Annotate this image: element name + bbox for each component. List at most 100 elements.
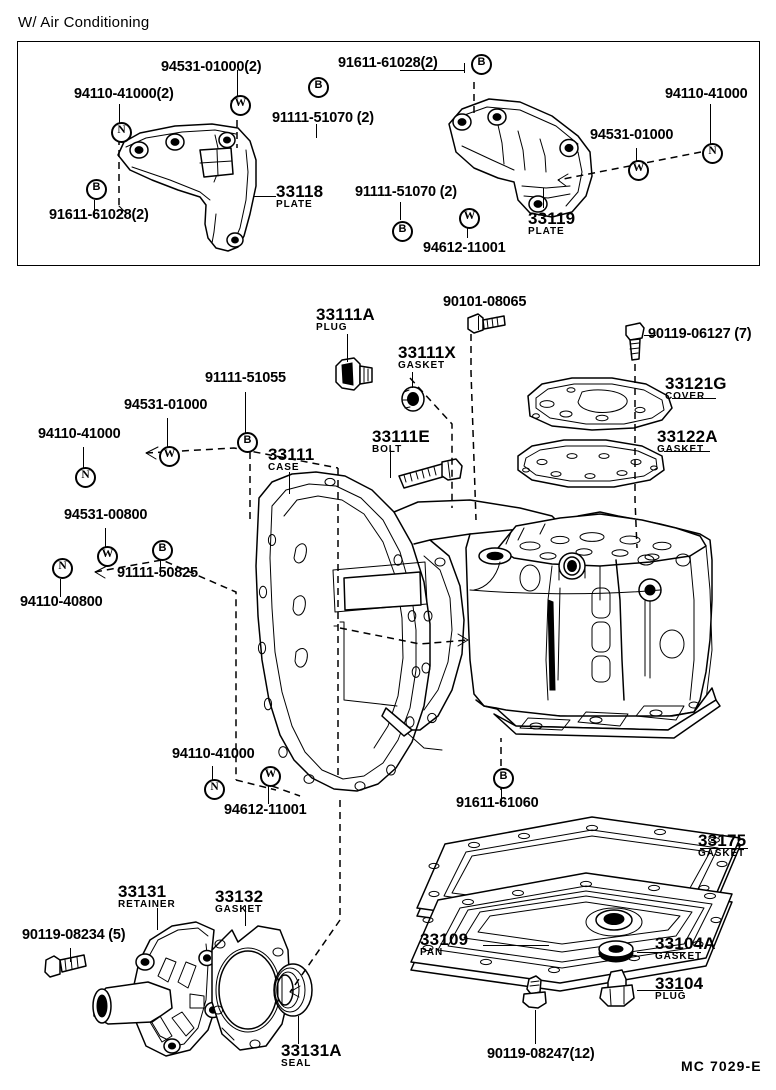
label-33175-gasket: 33175 GASKET <box>698 831 747 860</box>
washer-marker: W <box>97 546 118 567</box>
label-91111-51070-2-bottom: 91111-51070 (2) <box>355 184 457 200</box>
label-90101-08065: 90101-08065 <box>443 294 527 310</box>
leader-line <box>636 148 638 161</box>
bolt-90101-08065-art <box>467 313 506 334</box>
label-94110-40800: 94110-40800 <box>20 594 103 610</box>
bolt-33111e-art <box>398 458 463 489</box>
leader-line <box>700 848 748 850</box>
plug-33111a-art <box>335 357 373 391</box>
leader-line <box>543 188 545 208</box>
leader-line <box>316 124 318 138</box>
label-94110-41000-2: 94110-41000(2) <box>74 86 174 102</box>
label-33104-plug: 33104 PLUG <box>655 974 704 1003</box>
plug-33104-art <box>599 969 635 1007</box>
leader-line <box>157 908 159 930</box>
nut-marker: N <box>52 558 73 579</box>
gasket-33122a-art <box>517 439 665 488</box>
label-94612-11001: 94612-11001 <box>423 240 506 256</box>
leader-line <box>245 392 247 436</box>
bolt-90119-08247-art <box>522 975 547 1009</box>
leader-line <box>70 948 72 962</box>
leader-line <box>237 70 239 96</box>
label-33111x-gasket: 33111X GASKET <box>398 343 456 372</box>
nut-marker: N <box>111 122 132 143</box>
leader-line <box>412 372 414 388</box>
label-33111e-bolt: 33111E BOLT <box>372 427 430 456</box>
leader-line <box>501 786 503 802</box>
leader-line <box>245 906 247 926</box>
bolt-marker: B <box>493 768 514 789</box>
bolt-90119-08234-art <box>44 954 87 978</box>
bolt-marker: B <box>471 54 492 75</box>
washer-marker: W <box>260 766 281 787</box>
leader-line <box>390 450 392 478</box>
label-91611-61060: 91611-61060 <box>456 795 539 811</box>
label-33121g-cover: 33121G COVER <box>665 374 727 403</box>
pan-33109-art <box>410 872 733 992</box>
washer-marker: W <box>459 208 480 229</box>
washer-marker: W <box>628 160 649 181</box>
leader-line <box>483 945 549 947</box>
label-33119-plate: 33119 PLATE <box>528 209 576 238</box>
bolt-marker: B <box>392 221 413 242</box>
label-33131a-seal: 33131A SEAL <box>281 1041 342 1070</box>
leader-line <box>535 1010 537 1044</box>
footer-code: MC 7029-E <box>681 1058 762 1074</box>
bolt-marker: B <box>152 540 173 561</box>
leader-line <box>347 334 349 362</box>
label-91111-51055: 91111-51055 <box>205 370 286 386</box>
leader-line <box>637 952 685 954</box>
leader-line <box>289 472 291 494</box>
air-conditioning-panel <box>17 41 760 266</box>
leader-line <box>160 560 162 576</box>
gasket-33104a-art <box>598 940 634 963</box>
nut-marker: N <box>204 779 225 800</box>
leader-line <box>464 63 466 73</box>
leader-line <box>467 220 469 238</box>
leader-line <box>167 418 169 450</box>
label-94110-41000-upper: 94110-41000 <box>38 426 121 442</box>
label-94110-41000-lower: 94110-41000 <box>172 746 255 762</box>
leader-line <box>94 200 96 218</box>
nut-marker: N <box>702 143 723 164</box>
label-33131-retainer: 33131 RETAINER <box>118 882 176 911</box>
bolt-marker: B <box>308 77 329 98</box>
label-94531-01000-main: 94531-01000 <box>124 397 208 413</box>
label-94110-41000: 94110-41000 <box>665 86 748 102</box>
label-33118-plate: 33118 PLATE <box>276 182 324 211</box>
label-33122a-gasket: 33122A GASKET <box>657 427 718 456</box>
nut-marker: N <box>75 467 96 488</box>
label-90119-08247: 90119-08247(12) <box>487 1046 595 1062</box>
bolt-marker: B <box>237 432 258 453</box>
leader-line <box>254 196 276 198</box>
leader-line <box>644 335 656 337</box>
label-91611-61028-2-left: 91611-61028(2) <box>49 207 149 223</box>
leader-line <box>478 316 480 330</box>
leader-line <box>119 104 121 126</box>
leader-line <box>268 786 270 804</box>
header-note: W/ Air Conditioning <box>18 14 150 31</box>
label-33104a-gasket: 33104A GASKET <box>655 934 716 963</box>
label-33132-gasket: 33132 GASKET <box>215 887 264 916</box>
leader-line <box>400 202 402 220</box>
bolt-90119-06127-art <box>625 322 645 361</box>
leader-line <box>710 104 712 152</box>
label-94612-11001-main: 94612-11001 <box>224 802 307 818</box>
label-91111-50825: 91111-50825 <box>117 565 198 581</box>
label-91111-51070-2-left: 91111-51070 (2) <box>272 110 374 126</box>
retainer-33131-art <box>92 921 222 1057</box>
cover-33121g-art <box>527 377 673 431</box>
washer-marker: W <box>230 95 251 116</box>
leader-line <box>664 451 710 453</box>
gasket-33111x-art <box>401 386 425 412</box>
leader-line <box>60 579 62 597</box>
leader-line <box>105 528 107 550</box>
label-33109-pan: 33109 PAN <box>420 930 469 959</box>
label-94531-01000-2: 94531-01000(2) <box>161 59 262 75</box>
label-94531-01000: 94531-01000 <box>590 127 674 143</box>
label-94531-00800: 94531-00800 <box>64 507 148 523</box>
leader-line <box>672 398 716 400</box>
